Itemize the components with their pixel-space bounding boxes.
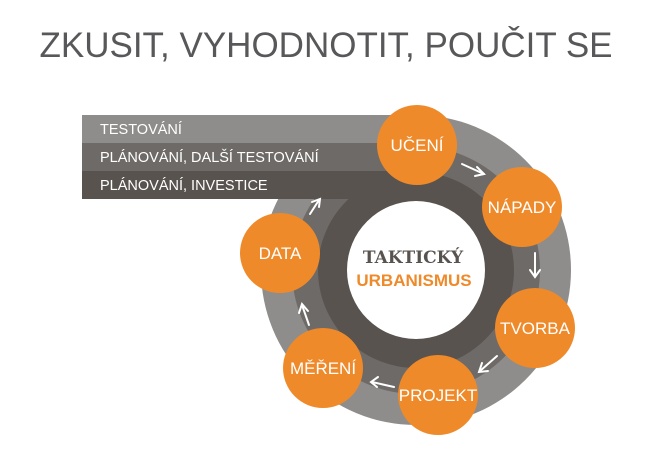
band-label: PLÁNOVÁNÍ, INVESTICE (100, 177, 268, 194)
step-projekt: PROJEKT (398, 355, 478, 435)
step-circle (495, 288, 575, 368)
arrow-icon (309, 197, 322, 215)
step-circle (377, 105, 457, 185)
band-testovani (82, 115, 402, 143)
step-circle (240, 213, 320, 293)
step-label: PROJEKT (399, 386, 477, 405)
center-subtitle: URBANISMUS (356, 271, 471, 290)
step-circle (398, 355, 478, 435)
band-planovani-testovani (82, 143, 402, 171)
step-label: MĚŘENÍ (290, 359, 356, 378)
step-mereni: MĚŘENÍ (283, 328, 363, 408)
center-circle (347, 201, 485, 339)
step-label: UČENÍ (391, 136, 444, 155)
band-label: PLÁNOVÁNÍ, DALŠÍ TESTOVÁNÍ (100, 149, 319, 166)
band-label: TESTOVÁNÍ (100, 121, 182, 138)
arrow-icon (369, 376, 395, 388)
step-uceni: UČENÍ (377, 105, 457, 185)
step-label: NÁPADY (488, 198, 557, 217)
arrow-icon (298, 302, 310, 326)
band-planovani-investice (82, 171, 412, 199)
page-title: ZKUSIT, VYHODNOTIT, POUČIT SE (39, 26, 612, 65)
step-data: DATA (240, 213, 320, 293)
step-circle (283, 328, 363, 408)
arrow-icon (529, 252, 541, 279)
step-label: TVORBA (500, 319, 571, 338)
arrow-icon (461, 163, 486, 177)
step-circle (482, 167, 562, 247)
cycle-arrows (298, 163, 541, 388)
step-napady: NÁPADY (482, 167, 562, 247)
step-label: DATA (259, 244, 302, 263)
step-tvorba: TVORBA (495, 288, 575, 368)
arrow-icon (477, 355, 498, 374)
center-title: TAKTICKÝ (363, 247, 464, 268)
